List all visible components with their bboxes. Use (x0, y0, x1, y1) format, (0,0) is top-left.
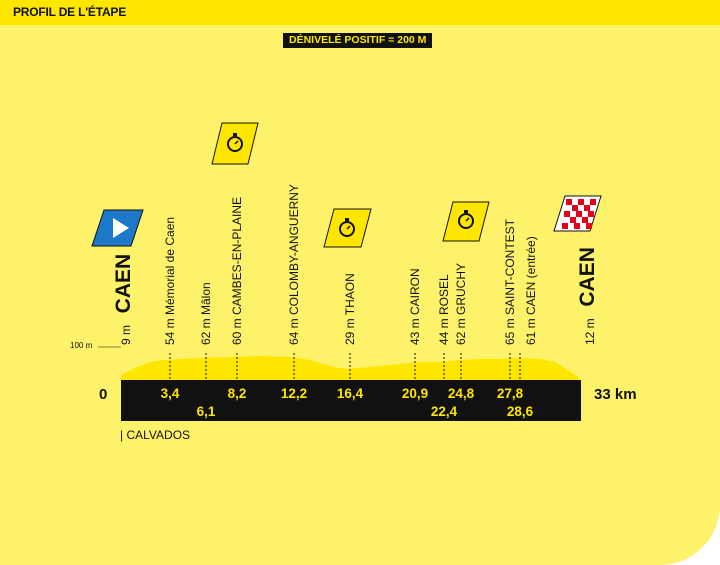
region-label: | CALVADOS (120, 428, 191, 442)
timer-icon (442, 201, 490, 242)
start-flag-icon (91, 209, 144, 247)
checkpoint-label: 60 m CAMBES-EN-PLAINE (230, 196, 244, 345)
checkpoint-label: 44 m ROSEL (437, 274, 451, 345)
km-marker: 8,2 (227, 386, 247, 401)
checkpoint-label: 65 m SAINT-CONTEST (503, 218, 517, 345)
checkpoint-label: 61 m CAEN (entrée) (524, 236, 538, 345)
checkpoint-label: 43 m CAIRON (408, 268, 422, 345)
checkpoint-label: 64 m COLOMBY-ANGUERNY (287, 184, 301, 345)
timer-icon (323, 208, 372, 248)
km-marker: 3,4 (160, 386, 180, 401)
km-marker: 28,6 (506, 404, 534, 419)
elevation-profile (121, 356, 580, 381)
checkpoint-label: 54 m Mémorial de Caen (163, 216, 177, 345)
checkered-flag-icon (553, 195, 602, 232)
altitude-reference: 100 m (70, 341, 93, 350)
finish-city-label: 12 m CAEN (576, 247, 599, 345)
profile-panel (0, 25, 720, 565)
km-marker: 20,9 (401, 386, 429, 401)
start-city-label: 9 m CAEN (112, 253, 135, 345)
distance-total: 33 km (594, 386, 637, 403)
km-marker: 6,1 (196, 404, 216, 419)
elevation-gain-badge: DÉNIVELÉ POSITIF = 200 M (283, 33, 433, 48)
timer-icon (211, 122, 259, 165)
header-title: PROFIL DE L'ÉTAPE (13, 5, 127, 19)
distance-bar (121, 380, 581, 421)
km-marker: 16,4 (336, 386, 364, 401)
checkpoint-label: 62 m Mâlon (199, 282, 213, 345)
km-marker: 22,4 (430, 404, 458, 419)
km-marker: 12,2 (280, 386, 308, 401)
checkpoint-label: 62 m GRUCHY (454, 262, 468, 345)
checkpoint-label: 29 m THAON (343, 273, 357, 345)
km-marker: 24,8 (447, 386, 475, 401)
distance-start: 0 (99, 386, 108, 403)
km-marker: 27,8 (496, 386, 524, 401)
header-bar: PROFIL DE L'ÉTAPE (0, 0, 720, 25)
